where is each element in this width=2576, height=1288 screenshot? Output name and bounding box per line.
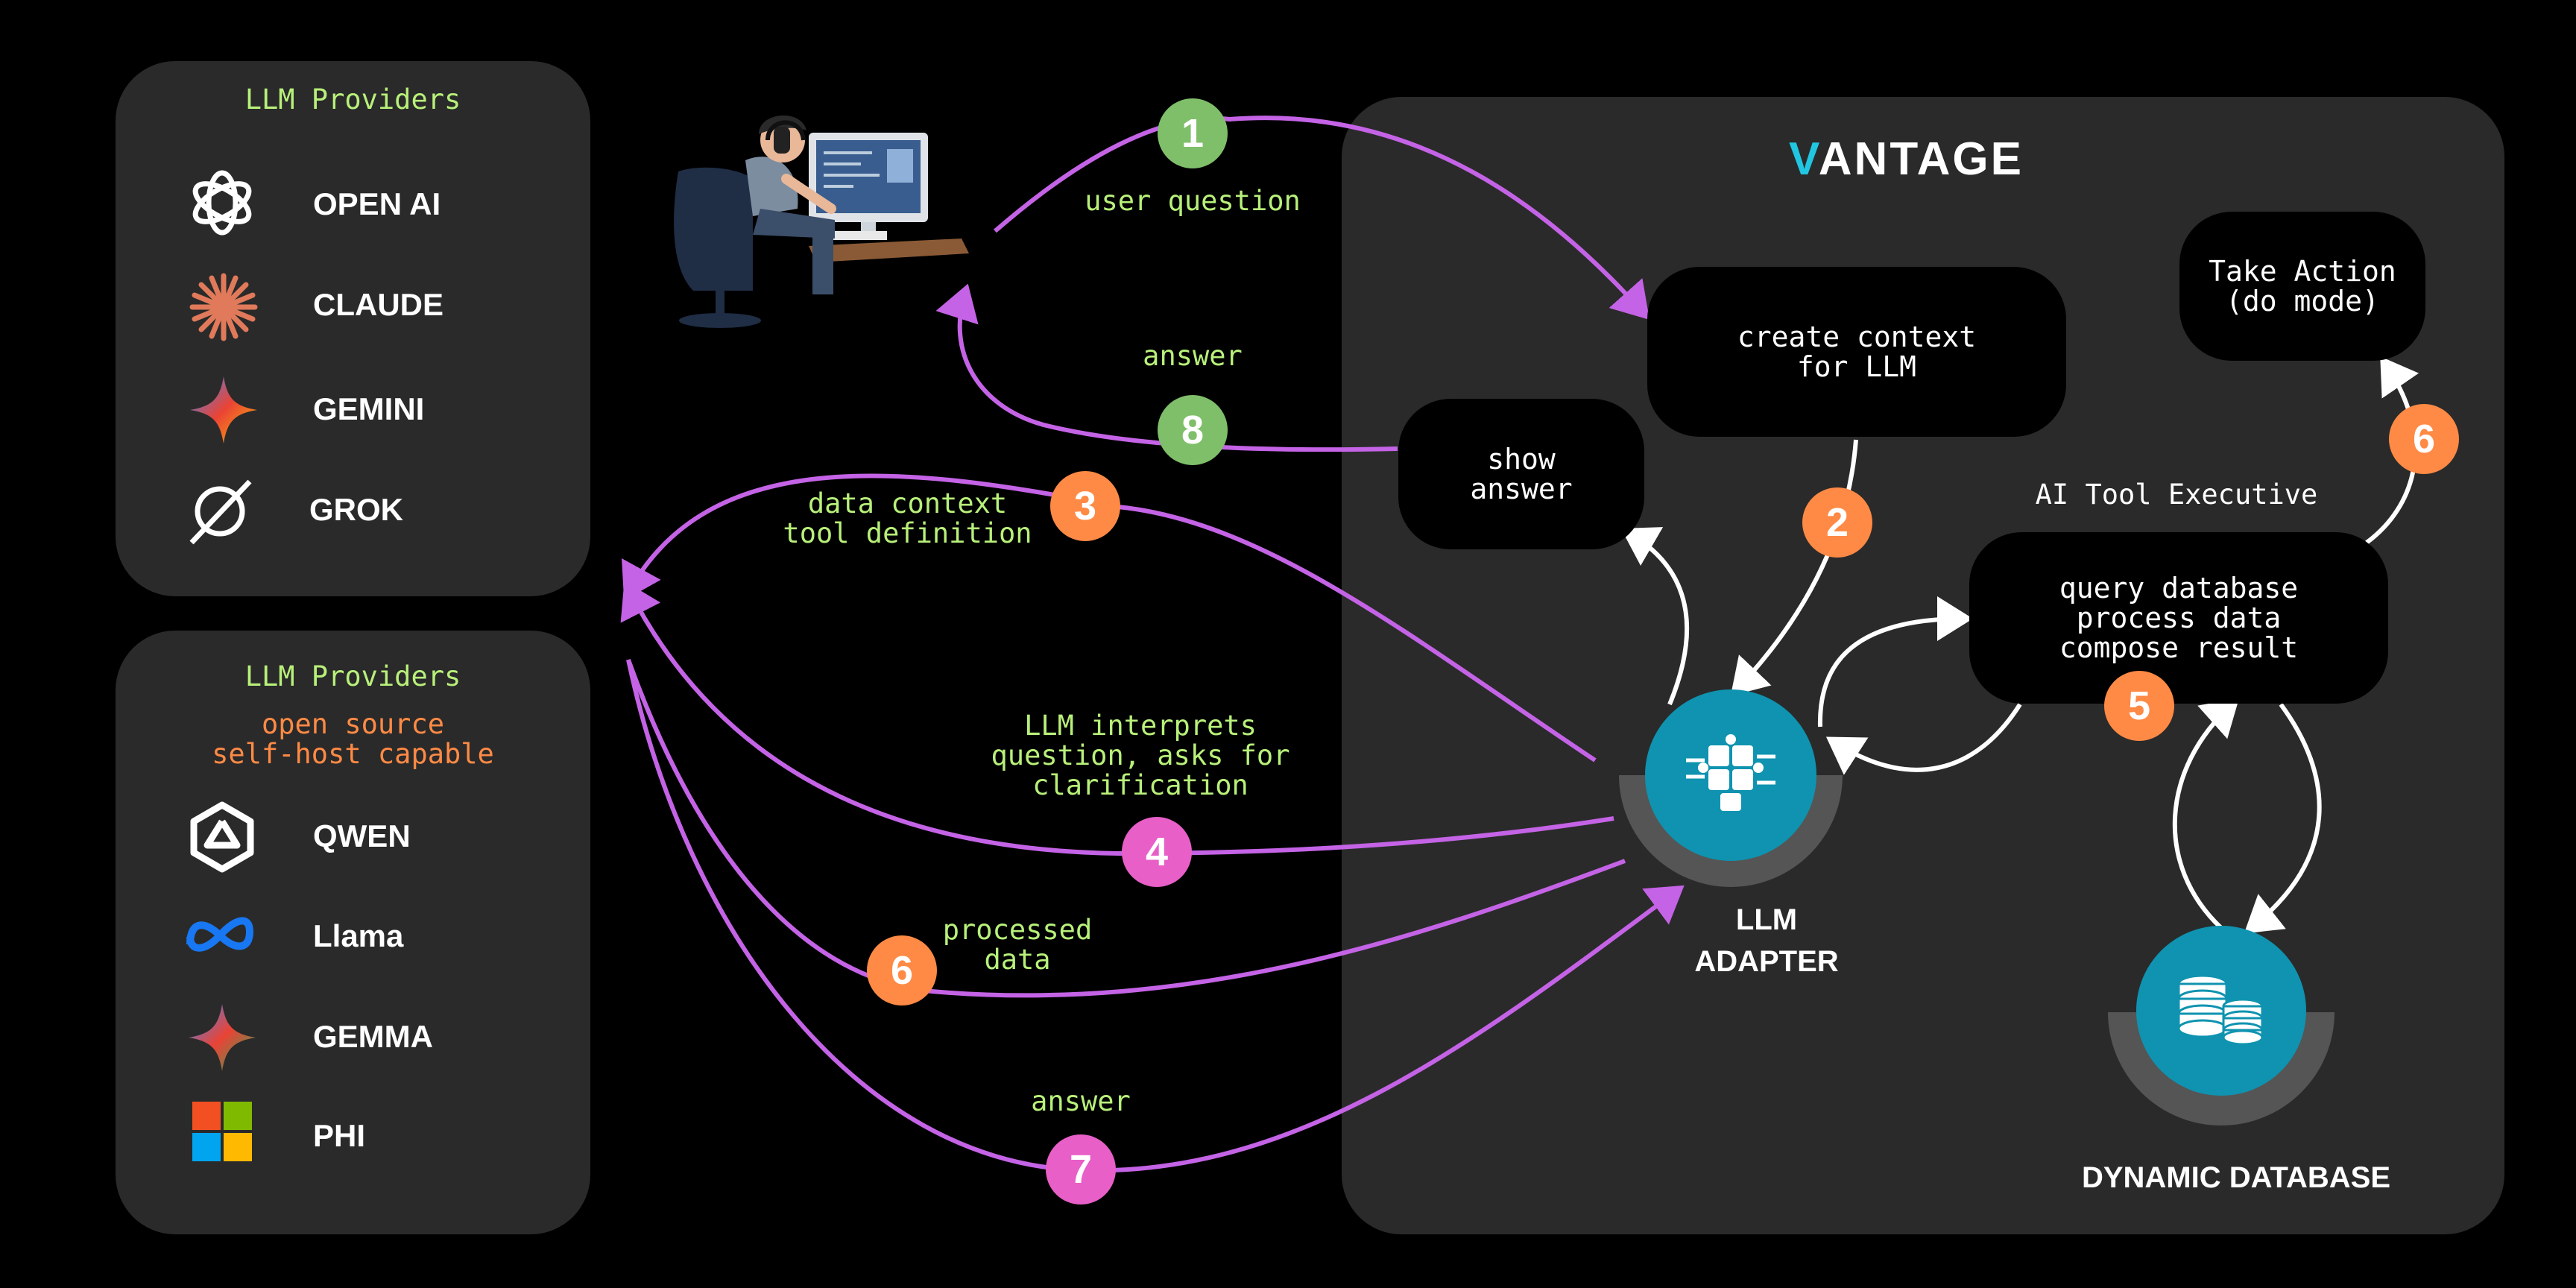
vantage-logo-text: ANTAGE bbox=[1818, 133, 2024, 185]
step-6-processed-badge: 6 bbox=[867, 935, 937, 1006]
user-question-label: user question bbox=[1085, 185, 1301, 217]
llm-providers-panel bbox=[116, 61, 590, 596]
interprets-label: LLM interprets question, asks for clarif… bbox=[991, 710, 1290, 801]
dynamic-database-node bbox=[2103, 908, 2339, 1131]
open-source-providers-title: LLM Providers bbox=[244, 660, 461, 692]
providers-title: LLM Providers bbox=[244, 83, 461, 116]
arrow-user-question bbox=[994, 116, 1650, 320]
gemma-icon bbox=[185, 1000, 259, 1075]
create-context-box: create context for LLM bbox=[1647, 267, 2066, 437]
grok-icon bbox=[183, 474, 257, 549]
arrow-context-to-adapter bbox=[1730, 439, 1858, 696]
claude-icon bbox=[186, 270, 261, 344]
step-4-badge: 4 bbox=[1122, 817, 1192, 887]
step-3-badge: 3 bbox=[1050, 471, 1120, 541]
arrow-executive-to-db bbox=[2244, 703, 2322, 934]
gemini-icon bbox=[186, 373, 261, 447]
arrow-executive-to-adapter bbox=[1825, 703, 2022, 775]
provider-label-gemini: GEMINI bbox=[313, 391, 425, 426]
open-source-subtitle: open source bbox=[261, 708, 445, 740]
step-8-badge: 8 bbox=[1158, 395, 1228, 465]
query-database-box: query database process data compose resu… bbox=[1969, 532, 2388, 704]
vantage-logo: VANTAGE bbox=[1789, 133, 2024, 186]
provider-label-grok: GROK bbox=[309, 492, 403, 527]
take-action-box: Take Action (do mode) bbox=[2179, 212, 2425, 361]
microsoft-icon bbox=[192, 1102, 252, 1161]
answer-bottom-label: answer bbox=[1031, 1085, 1131, 1117]
llm-adapter-label: LLM ADAPTER bbox=[1694, 903, 1839, 978]
step-6-action-badge: 6 bbox=[2389, 404, 2459, 474]
provider-label-qwen: QWEN bbox=[313, 818, 411, 853]
database-stack-icon bbox=[2173, 973, 2270, 1048]
arrow-adapter-to-executive bbox=[1817, 596, 1973, 727]
data-context-label: data context tool definition bbox=[783, 487, 1032, 549]
provider-label-claude: CLAUDE bbox=[313, 287, 443, 322]
arrow-interprets bbox=[620, 581, 1614, 856]
openai-icon bbox=[185, 165, 259, 240]
arrow-adapter-to-show-answer bbox=[1620, 527, 1690, 706]
processed-data-label: processed data bbox=[942, 914, 1093, 976]
meta-icon bbox=[183, 898, 257, 973]
provider-label-llama: Llama bbox=[313, 918, 404, 953]
step-2-badge: 2 bbox=[1802, 487, 1872, 558]
vantage-logo-accent: V bbox=[1789, 133, 1819, 185]
user-at-computer-illustration bbox=[663, 97, 984, 335]
step-5-badge: 5 bbox=[2104, 671, 2174, 741]
qwen-icon bbox=[185, 799, 259, 874]
llm-adapter-node bbox=[1611, 678, 1850, 894]
show-answer-box: show answer bbox=[1398, 399, 1644, 549]
provider-label-phi: PHI bbox=[313, 1118, 366, 1153]
step-1-badge: 1 bbox=[1158, 98, 1228, 168]
ai-tool-executive-label: AI Tool Executive bbox=[2035, 479, 2318, 511]
arrow-db-to-executive bbox=[2172, 698, 2239, 930]
arrow-processed-data bbox=[626, 658, 1626, 998]
answer-top-label: answer bbox=[1143, 340, 1243, 372]
dynamic-database-label: DYNAMIC DATABASE bbox=[2081, 1161, 2391, 1194]
self-host-subtitle: self-host capable bbox=[212, 738, 494, 770]
step-7-badge: 7 bbox=[1046, 1134, 1116, 1205]
provider-label-gemma: GEMMA bbox=[313, 1019, 433, 1054]
arrow-answer-to-user bbox=[935, 283, 1398, 452]
provider-label-openai: OPEN AI bbox=[313, 186, 441, 221]
puzzle-network-icon bbox=[1682, 730, 1779, 820]
